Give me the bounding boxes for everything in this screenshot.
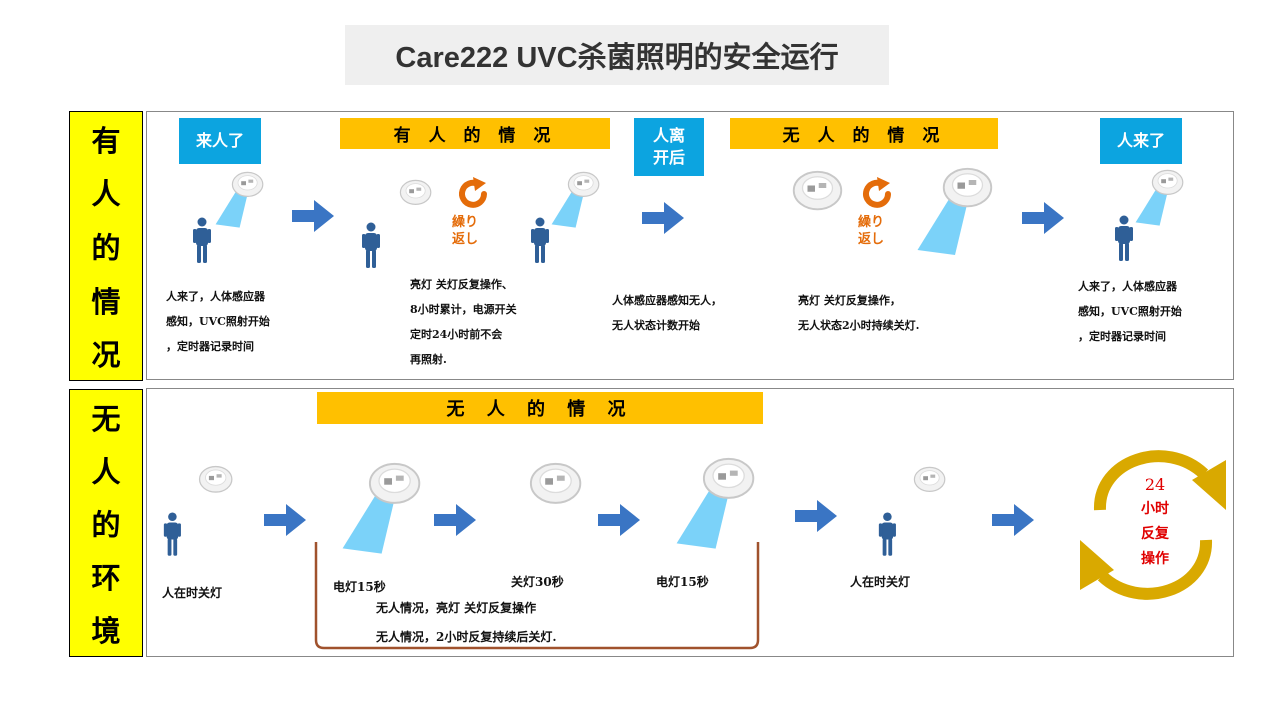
side-label-char: 无 [91,401,121,436]
right-arrow-icon [292,198,336,238]
uv-lamp-icon [527,460,584,563]
side-label-char: 情 [91,284,121,319]
blue-box-person-returns: 人来了 [1100,118,1182,164]
right-arrow-icon [264,502,308,542]
cycle-line: 小时 [1141,501,1169,517]
person-icon [359,222,383,274]
person-icon [190,217,214,269]
uv-lamp-icon [1135,168,1185,233]
description-2: 亮灯 关灯反复操作、 8小时累计，电源开关 定时24小时前不会 再照射. [410,278,517,366]
banner-unoccupied-environment: 无 人 的 情 况 [317,392,763,424]
repeat-icon [863,177,891,208]
side-label-char: 的 [91,507,121,542]
section1-side-label: 有 人 的 情 况 [69,111,143,381]
blue-box-person-arrives: 来人了 [179,118,261,164]
cycle-number: 24 [1144,475,1166,494]
side-label-char: 况 [91,338,121,373]
uv-lamp-icon [197,464,234,533]
cycle-text: 24 小时 反复 操作 [1125,472,1185,572]
side-label-char: 人 [91,454,121,489]
person-icon [161,512,184,562]
cycle-line: 反复 [1141,526,1169,542]
side-label-char: 的 [91,230,121,265]
right-arrow-icon [642,200,686,240]
person-icon [1112,215,1136,267]
note: 无人情况，亮灯 关灯反复操作 [376,601,537,615]
uv-lamp-icon [790,168,845,267]
note: 无人情况，2小时反复持续后关灯. [376,630,557,644]
side-label-char: 境 [91,614,121,649]
uv-lamp-icon [676,455,757,558]
description-5: 人来了，人体感应器 感知，UVC照射开始 ，定时器记录时间 [1078,280,1182,343]
description-1: 人来了，人体感应器 感知，UVC照射开始 ，定时器记录时间 [166,290,270,353]
description-3: 人体感应器感知无人， 无人状态计数开始 [612,294,722,332]
bracket [314,542,760,650]
person-icon [528,217,552,269]
side-label-char: 人 [91,177,121,212]
uv-lamp-icon [215,170,265,235]
banner-occupied: 有 人 的 情 况 [340,118,610,149]
uv-lamp-icon [551,170,601,235]
right-arrow-icon [598,502,642,542]
right-arrow-icon [1022,200,1066,240]
cycle-arrows-icon [1080,450,1226,600]
uv-lamp-icon [917,165,995,264]
side-label-char: 环 [91,561,121,596]
blue-box-person-leaves: 人离 开后 [634,118,704,176]
description-4: 亮灯 关灯反复操作， 无人状态2小时持续关灯. [798,294,920,332]
section2-side-label: 无 人 的 环 境 [69,389,143,657]
caption: 人在时关灯 [850,575,911,589]
caption: 关灯30秒 [511,575,564,589]
caption: 电灯15秒 [333,580,386,594]
right-arrow-icon [795,498,839,538]
uv-lamp-icon [398,178,433,243]
uv-lamp-icon [342,460,423,563]
uv-lamp-icon [912,465,947,530]
caption: 电灯15秒 [656,575,709,589]
repeat-label: 繰り 返し [858,215,885,247]
person-icon [876,512,899,562]
right-arrow-icon [992,502,1036,542]
cycle-line: 操作 [1141,551,1169,567]
repeat-label: 繰り 返し [452,215,479,247]
page-title: Care222 UVC杀菌照明的安全运行 [345,25,889,85]
side-label-char: 有 [91,123,121,158]
right-arrow-icon [434,502,478,542]
caption: 人在时关灯 [162,586,223,600]
repeat-icon [459,177,487,208]
banner-unoccupied: 无 人 的 情 况 [730,118,998,149]
